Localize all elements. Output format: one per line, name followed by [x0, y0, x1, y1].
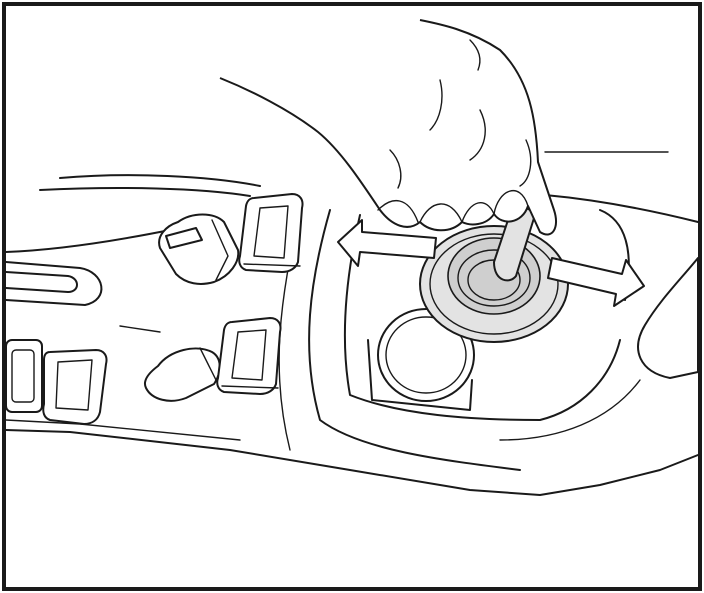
lower-key: [144, 347, 221, 402]
push-button-lower: [216, 317, 282, 395]
joystick-base: [419, 225, 569, 343]
operator-hand: [219, 19, 558, 236]
arrow-left-icon: [337, 219, 437, 267]
console-panel: [5, 151, 699, 496]
rocker-switch-2: [42, 349, 108, 425]
arrow-right-icon: [547, 257, 645, 307]
rocker-switch-1: [5, 339, 43, 413]
push-button-upper: [238, 193, 304, 273]
ignition-key: [158, 213, 240, 285]
card-slot: [5, 261, 103, 306]
